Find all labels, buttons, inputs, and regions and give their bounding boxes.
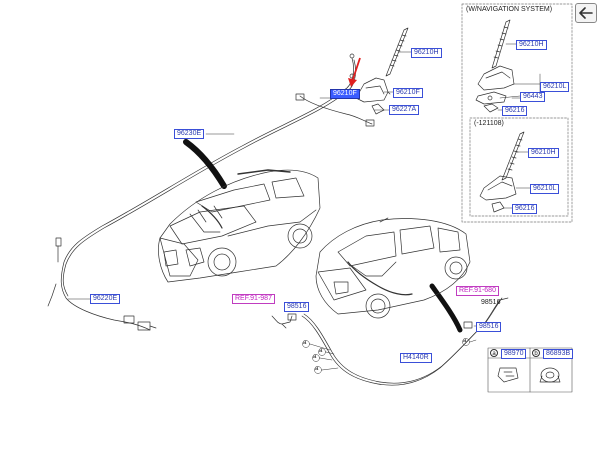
back-button[interactable] [575,3,597,23]
part-label-98516-left[interactable]: 98516 [284,302,310,312]
key-b-part-86893B[interactable]: 86893B [543,349,574,359]
part-label-H4140R[interactable]: H4140R [400,353,432,363]
part-label-96210F[interactable]: 96210F [393,88,423,98]
reference-label-left[interactable]: REF.91-987 [232,294,275,304]
clip-marker-a-1: a [303,340,307,346]
part-text-98516: 98516 [481,299,501,306]
part-label-96230E[interactable]: 96230E [174,129,205,139]
antenna-base-96210F [355,77,389,103]
part-label-old-96210H[interactable]: 96210H [528,148,559,158]
key-a-part-98970[interactable]: 98970 [501,349,527,359]
reference-label-right[interactable]: REF.91-680 [456,286,499,296]
part-label-96210H[interactable]: 96210H [411,48,442,58]
key-a-circle: a [490,349,498,357]
clip-marker-a-3: a [319,348,323,354]
rear-vehicle-illustration [315,217,471,319]
navigation-system-box [461,3,573,223]
part-label-old-96216[interactable]: 96216 [512,204,538,214]
part-label-96227A[interactable]: 96227A [389,105,420,115]
key-b-circle: b [532,349,540,357]
clip-marker-a-4: a [315,366,319,372]
part-label-98516-right[interactable]: 98516 [476,322,502,332]
part-label-nav-96210H[interactable]: 96210H [516,40,547,50]
roof-cable-96230E [60,57,354,331]
nav-antenna [475,19,515,113]
part-label-old-96210L[interactable]: 96210L [530,184,560,194]
roof-cable-96230E-2 [62,59,356,297]
navigation-system-title: (W/NAVIGATION SYSTEM) [466,6,553,13]
part-label-96220E[interactable]: 96220E [90,294,121,304]
older-antenna [479,131,525,213]
back-arrow-icon [579,7,593,19]
front-vehicle-illustration [158,169,321,283]
part-label-nav-96210L[interactable]: 96210L [540,82,570,92]
clip-marker-a-5: a [463,338,467,344]
key-b: b [532,349,540,357]
part-label-nav-96216[interactable]: 96216 [502,106,528,116]
key-a: a [490,349,498,357]
part-label-96210F-selected[interactable]: 96210F [330,89,360,99]
part-label-96443[interactable]: 96443 [520,92,546,102]
date-variant-box [469,117,569,217]
antenna-mast-96210H [385,27,409,77]
selection-arrow-icon [348,57,361,87]
date-variant-title: (-121108) [474,120,504,127]
rear-cable-H4140R [301,297,509,386]
clip-markers [302,338,477,374]
clip-marker-a-2: a [313,354,317,360]
